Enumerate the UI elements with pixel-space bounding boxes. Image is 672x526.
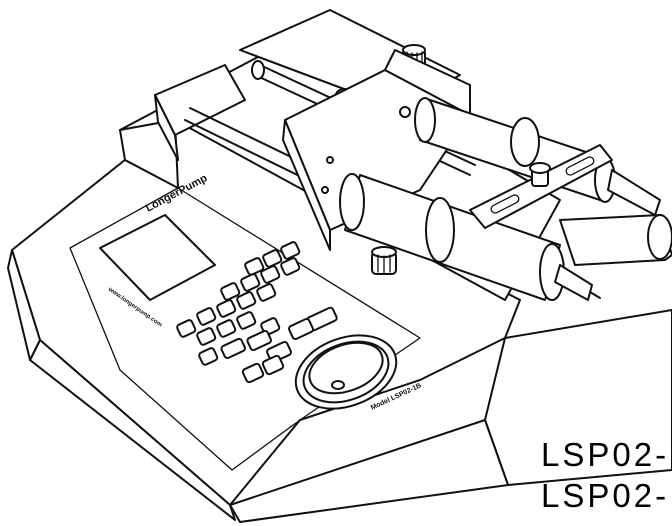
key-7[interactable] (280, 257, 301, 276)
key-row-6 (241, 354, 285, 384)
key-4[interactable] (220, 282, 241, 301)
key-up[interactable] (261, 354, 285, 376)
lcd-display (99, 214, 216, 301)
syringe-lower (339, 173, 601, 301)
keypad (176, 241, 338, 384)
key-2[interactable] (262, 249, 283, 268)
key-f2[interactable] (196, 327, 217, 346)
set-key[interactable] (198, 347, 219, 366)
model-label-1: LSP02- (541, 436, 670, 473)
pump-base (7, 119, 672, 523)
rotary-dial[interactable] (286, 322, 407, 421)
key-9[interactable] (216, 299, 237, 318)
key-row-3 (196, 283, 338, 332)
key-down[interactable] (241, 362, 265, 384)
key-f4[interactable] (236, 311, 257, 330)
key-5[interactable] (240, 273, 261, 292)
key-row-1 (244, 241, 301, 276)
key-0[interactable] (236, 291, 257, 310)
key-f1[interactable] (176, 319, 197, 338)
key-row-2 (220, 257, 301, 301)
retaining-bracket (469, 144, 613, 229)
syringe-barrel-right (559, 214, 672, 266)
key-6[interactable] (260, 265, 281, 284)
model-label-2: LSP02- (541, 477, 670, 514)
side-lock-knob (371, 246, 397, 275)
key-1[interactable] (244, 257, 265, 276)
enter-key[interactable] (288, 317, 314, 341)
key-8[interactable] (196, 307, 217, 326)
stop-key[interactable] (246, 329, 272, 352)
key-3[interactable] (280, 241, 301, 260)
dial-finger-hole (331, 380, 345, 390)
key-dot[interactable] (256, 283, 277, 302)
run-key[interactable] (220, 337, 246, 360)
key-f3[interactable] (216, 319, 237, 338)
